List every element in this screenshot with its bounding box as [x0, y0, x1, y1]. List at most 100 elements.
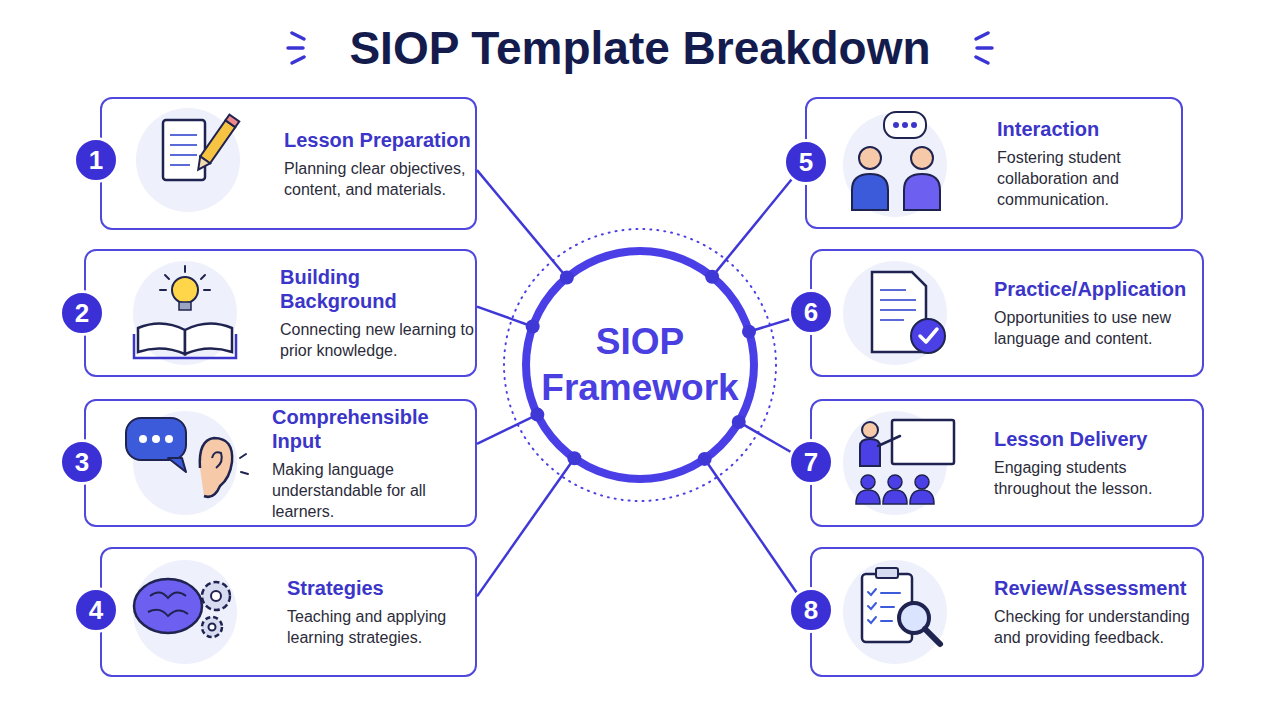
person-head — [859, 147, 881, 169]
clipboard-clip — [876, 568, 898, 578]
ray — [204, 289, 210, 291]
gear — [202, 617, 222, 637]
box-description: Checking for understanding and providing… — [994, 606, 1204, 648]
ray — [165, 275, 169, 279]
gear — [202, 582, 230, 610]
document-lines — [880, 290, 916, 320]
text-group: SIOP Framework — [530, 319, 750, 411]
text-group: Lesson DeliveryEngaging students through… — [994, 401, 1184, 525]
checklist — [868, 589, 900, 623]
teacher-body — [860, 439, 880, 466]
bulb-book-icon — [133, 261, 237, 365]
notepad-icon — [136, 108, 240, 212]
icon-backdrop — [843, 261, 947, 365]
box-heading: Lesson Preparation — [284, 128, 484, 152]
connector-line — [477, 307, 529, 326]
text-group: Review/AssessmentChecking for understand… — [994, 549, 1204, 675]
teacher-head — [862, 422, 878, 438]
check-line — [881, 620, 892, 622]
person-head — [911, 147, 933, 169]
box-heading: Lesson Delivery — [994, 427, 1184, 451]
student-head — [888, 475, 902, 489]
text-group: InteractionFostering student collaborati… — [997, 99, 1177, 227]
check-mark — [920, 329, 937, 342]
box-description: Making language understandable for all l… — [272, 459, 477, 522]
connector-line — [753, 313, 810, 330]
connector-line — [715, 163, 805, 274]
bubble-dot — [152, 435, 160, 443]
callout-number: 3 — [75, 447, 89, 478]
process-box: Comprehensible InputMaking language unde… — [84, 399, 477, 527]
box-description: Engaging students throughout the lesson. — [994, 457, 1184, 499]
box-heading: Interaction — [997, 117, 1177, 141]
box-heading: Building Background — [280, 265, 480, 313]
text-group: Building BackgroundConnecting new learni… — [280, 251, 480, 375]
callout-number: 5 — [799, 147, 813, 178]
callout-badge: 7 — [788, 439, 834, 485]
doc-line — [880, 319, 904, 321]
brain — [134, 579, 202, 633]
connector-line — [477, 416, 534, 443]
speech-bubble — [126, 418, 186, 460]
bubble-tail — [168, 458, 186, 472]
connector-dot — [705, 270, 719, 284]
pencil-tip — [193, 156, 210, 173]
ray — [201, 275, 205, 279]
title-mark — [292, 57, 304, 63]
pencil-body — [200, 120, 235, 163]
text-group: Practice/ApplicationOpportunities to use… — [994, 251, 1194, 375]
callout-number: 7 — [804, 447, 818, 478]
connector-dot — [530, 408, 544, 422]
notepad-sheet — [163, 120, 205, 180]
callout-number: 6 — [804, 297, 818, 328]
bubble-dot — [139, 435, 147, 443]
box-heading: Strategies — [287, 576, 477, 600]
box-description: Planning clear objectives, content, and … — [284, 158, 484, 200]
student-body — [910, 490, 934, 504]
callout-number: 4 — [89, 595, 103, 626]
icon-backdrop — [843, 411, 947, 515]
classroom-icon — [843, 411, 954, 515]
callout-number: 2 — [75, 298, 89, 329]
check-item — [868, 603, 876, 609]
box-heading: Comprehensible Input — [272, 405, 477, 453]
notepad-line — [170, 154, 197, 156]
process-box: Review/AssessmentChecking for understand… — [810, 547, 1204, 677]
process-box: InteractionFostering student collaborati… — [805, 97, 1183, 229]
connector-dot — [742, 325, 756, 339]
icon-backdrop — [133, 560, 237, 664]
document — [872, 272, 926, 352]
callout-badge: 6 — [788, 289, 834, 335]
bubble-ear-icon — [126, 411, 248, 515]
bubble-dot — [902, 122, 908, 128]
connector-dot — [698, 452, 712, 466]
title-mark — [976, 33, 988, 39]
clipboard — [862, 574, 912, 642]
dotted-ring — [504, 229, 776, 501]
callout-badge: 3 — [59, 439, 105, 485]
pointer-arm — [878, 436, 900, 446]
gear-hub — [209, 624, 216, 631]
board — [892, 420, 954, 464]
student-body — [883, 490, 907, 504]
icon-backdrop — [843, 560, 947, 664]
connector-dot — [732, 415, 746, 429]
callout-badge: 5 — [783, 139, 829, 185]
ray — [160, 289, 166, 291]
box-heading: Review/Assessment — [994, 576, 1204, 600]
document-check-icon — [843, 261, 947, 365]
magnifier-handle — [925, 629, 940, 644]
people-talk-icon — [843, 112, 947, 217]
doc-line — [880, 299, 916, 301]
student-body — [856, 490, 880, 504]
ray — [184, 266, 186, 272]
title-mark — [976, 57, 988, 63]
connector-line — [707, 462, 810, 612]
pencil-eraser — [225, 115, 239, 128]
person-body — [852, 174, 888, 210]
notepad-line — [170, 164, 190, 166]
ear-inner — [212, 452, 222, 468]
process-box: StrategiesTeaching and applying learning… — [100, 547, 477, 677]
bulb-glass — [172, 277, 198, 303]
